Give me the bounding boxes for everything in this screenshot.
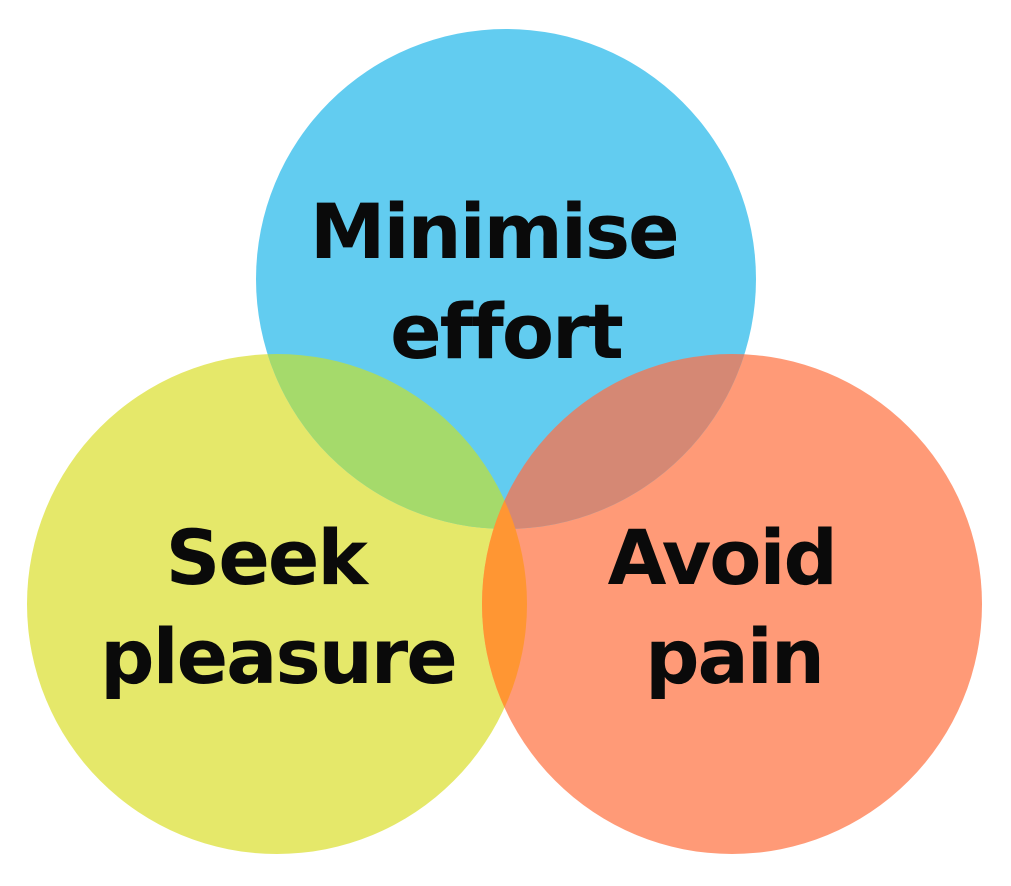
label-minimise: Minimise: [310, 187, 678, 276]
label-avoid-pain: Avoid pain: [608, 513, 861, 701]
label-seek-pleasure: Seek pleasure: [100, 513, 456, 701]
label-minimise-effort: Minimise effort: [310, 187, 702, 376]
label-pleasure: pleasure: [100, 612, 456, 701]
label-pain: pain: [645, 612, 823, 701]
label-effort: effort: [390, 287, 622, 376]
overlap-top-left: [256, 354, 527, 529]
overlap-top-right: [482, 354, 756, 529]
label-avoid: Avoid: [608, 513, 836, 602]
label-seek: Seek: [166, 513, 370, 602]
